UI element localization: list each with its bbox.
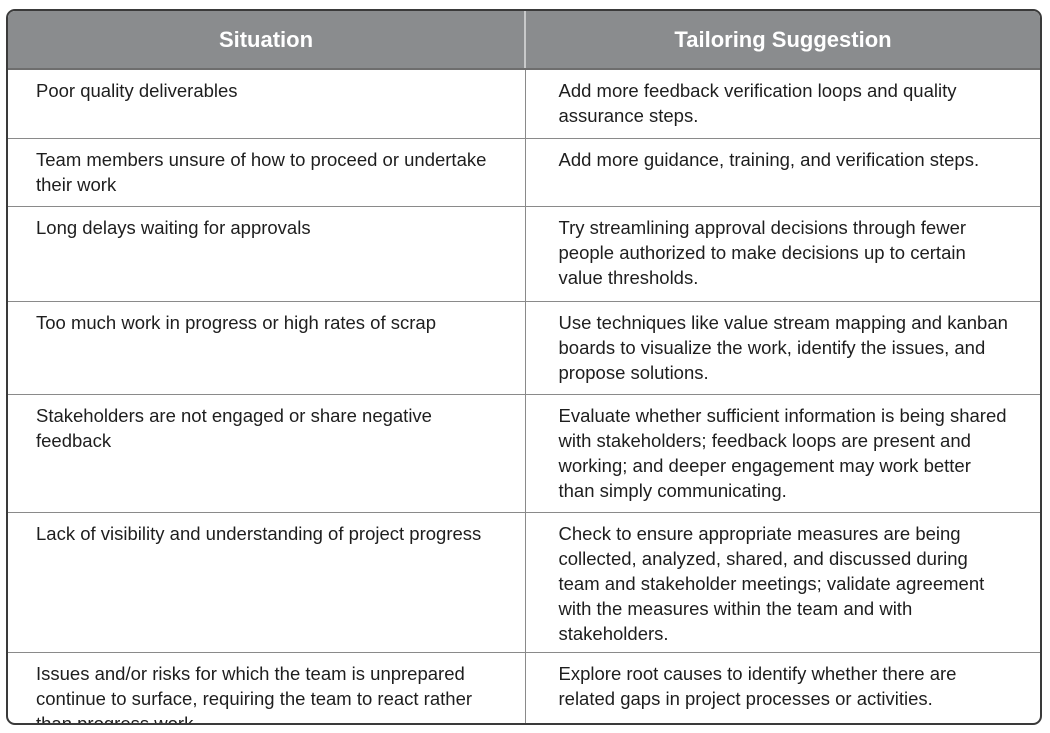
- table-row: Poor quality deliverables Add more feedb…: [8, 69, 1040, 139]
- situation-cell: Too much work in progress or high rates …: [8, 301, 526, 395]
- table-row: Team members unsure of how to proceed or…: [8, 138, 1040, 207]
- table-row: Issues and/or risks for which the team i…: [8, 652, 1040, 723]
- situation-cell: Poor quality deliverables: [8, 69, 526, 139]
- table-row: Stakeholders are not engaged or share ne…: [8, 394, 1040, 513]
- situation-cell: Lack of visibility and understanding of …: [8, 512, 526, 653]
- situation-cell: Team members unsure of how to proceed or…: [8, 138, 526, 207]
- situation-column-header: Situation: [8, 11, 526, 70]
- situation-cell: Long delays waiting for approvals: [8, 206, 526, 302]
- tailoring-table-frame: Situation Tailoring Suggestion Poor qual…: [6, 9, 1042, 725]
- table-header-row: Situation Tailoring Suggestion: [8, 11, 1040, 70]
- suggestion-column-header: Tailoring Suggestion: [525, 11, 1040, 70]
- suggestion-cell: Use techniques like value stream mapping…: [525, 301, 1040, 395]
- table-row: Lack of visibility and understanding of …: [8, 512, 1040, 653]
- suggestion-cell: Add more guidance, training, and verific…: [525, 138, 1040, 207]
- tailoring-table: Situation Tailoring Suggestion Poor qual…: [8, 11, 1040, 723]
- suggestion-cell: Check to ensure appropriate measures are…: [525, 512, 1040, 653]
- situation-cell: Stakeholders are not engaged or share ne…: [8, 394, 526, 513]
- table-row: Long delays waiting for approvals Try st…: [8, 206, 1040, 302]
- suggestion-cell: Explore root causes to identify whether …: [558, 662, 957, 709]
- situation-cell: Issues and/or risks for which the team i…: [8, 652, 526, 723]
- suggestion-cell: Try streamlining approval decisions thro…: [525, 206, 1040, 302]
- suggestion-cell: Evaluate whether sufficient information …: [525, 394, 1040, 513]
- suggestion-cell: Add more feedback verification loops and…: [525, 69, 1040, 139]
- table-row: Too much work in progress or high rates …: [8, 301, 1040, 395]
